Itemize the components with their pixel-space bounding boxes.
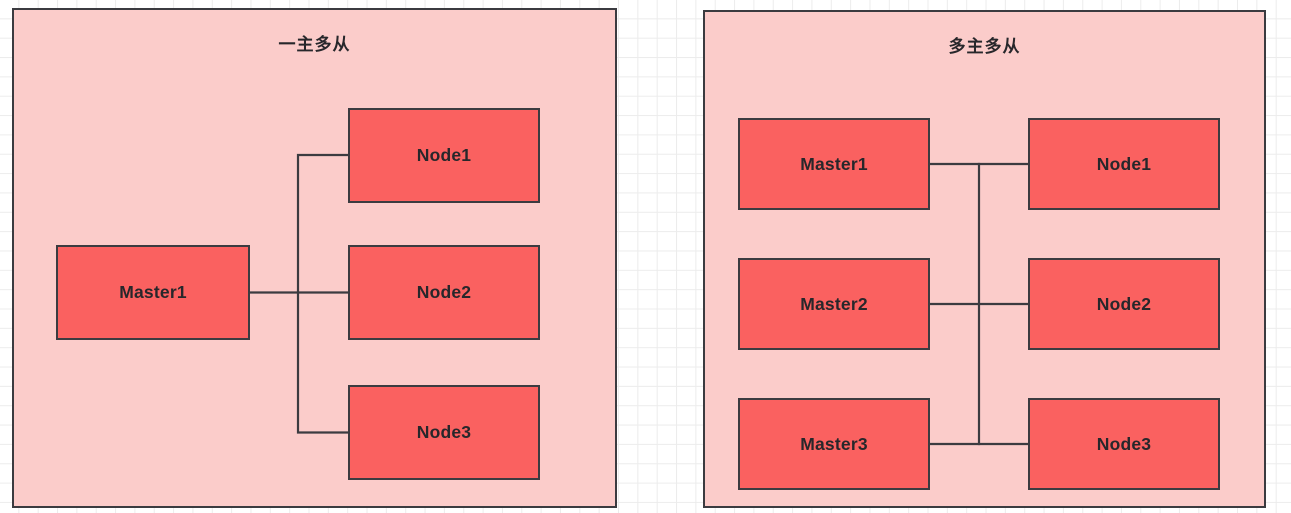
box-node3-multi[interactable]: Node3	[1028, 398, 1220, 490]
panel-title-single-master: 一主多从	[278, 35, 351, 54]
box-node3-single[interactable]: Node3	[348, 385, 540, 480]
box-node2-multi[interactable]: Node2	[1028, 258, 1220, 350]
box-master1-single[interactable]: Master1	[56, 245, 250, 340]
box-node2-single[interactable]: Node2	[348, 245, 540, 340]
box-master1-multi[interactable]: Master1	[738, 118, 930, 210]
box-node1-single[interactable]: Node1	[348, 108, 540, 203]
panel-title-multi-master: 多主多从	[948, 37, 1021, 56]
box-master2-multi[interactable]: Master2	[738, 258, 930, 350]
box-master3-multi[interactable]: Master3	[738, 398, 930, 490]
box-node1-multi[interactable]: Node1	[1028, 118, 1220, 210]
